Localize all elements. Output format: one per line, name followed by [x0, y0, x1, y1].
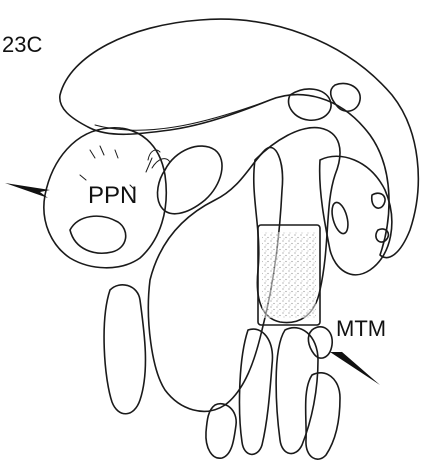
mtm-process — [308, 327, 332, 358]
lateral-appendage — [158, 146, 223, 214]
plate-stipple — [262, 232, 316, 318]
leg-left — [104, 285, 145, 414]
label-mtm: MTM — [336, 316, 386, 341]
oval-organ — [329, 201, 351, 236]
label-ppn: PPN — [88, 182, 137, 209]
cephalic-cavity — [70, 216, 126, 253]
arrowhead-right-icon — [330, 345, 380, 385]
carapace-shell — [60, 19, 419, 257]
upper-appendages — [289, 83, 361, 120]
leg-right-a — [240, 329, 273, 454]
arrowhead-left-icon — [5, 183, 50, 198]
carapace-inner-edge — [95, 100, 270, 130]
leg-center — [206, 404, 236, 459]
leg-right-b — [276, 328, 318, 454]
panel-label: 23C — [2, 32, 42, 57]
posterior-lobe — [320, 156, 392, 275]
